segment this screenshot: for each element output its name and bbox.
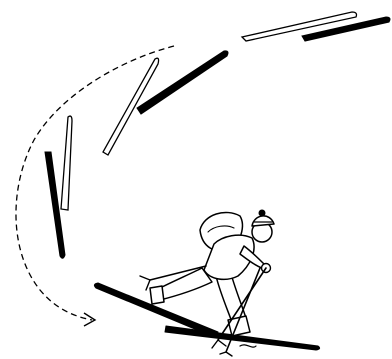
skier-hat bbox=[252, 216, 274, 226]
ski-outline-top-right bbox=[242, 12, 357, 41]
ski-outline-left bbox=[61, 116, 72, 210]
snow-spray bbox=[240, 345, 256, 347]
pole-basket-front bbox=[212, 340, 226, 348]
skier-back-boot bbox=[150, 286, 164, 304]
arrowhead-icon bbox=[84, 313, 95, 326]
dashed-arc bbox=[16, 46, 174, 320]
skier-hat-pompom bbox=[259, 210, 265, 216]
skier bbox=[94, 210, 319, 356]
skier-back-leg bbox=[160, 268, 212, 300]
ski-filled-upper-middle bbox=[137, 51, 228, 114]
pole-basket-rear bbox=[140, 276, 150, 290]
pole-basket-back bbox=[220, 352, 232, 356]
